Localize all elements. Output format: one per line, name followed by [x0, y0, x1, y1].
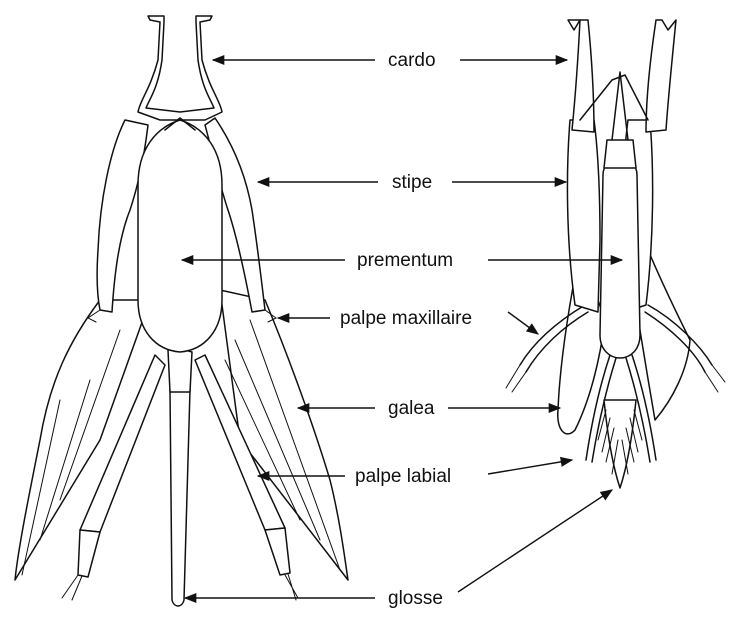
left-glossa	[170, 390, 190, 606]
arrow-palpe-labial-right	[488, 460, 572, 474]
label-prementum: prementum	[357, 250, 453, 271]
right-stipe-left	[567, 120, 600, 312]
label-palpe-maxillaire: palpe maxillaire	[340, 308, 472, 329]
label-stipe: stipe	[392, 172, 432, 193]
left-prementum	[138, 120, 222, 352]
right-prementum	[600, 160, 640, 358]
right-glossa	[604, 400, 636, 488]
arrow-glosse-right	[458, 490, 612, 592]
label-cardo: cardo	[388, 50, 436, 71]
right-cardo	[568, 20, 594, 132]
label-glosse: glosse	[388, 588, 443, 609]
right-figure	[506, 20, 725, 488]
label-palpe-labial: palpe labial	[355, 466, 451, 487]
left-cardo	[138, 16, 222, 120]
label-galea: galea	[388, 398, 435, 419]
left-figure	[15, 16, 348, 606]
arrow-palpe-maxillaire-right	[508, 312, 538, 334]
